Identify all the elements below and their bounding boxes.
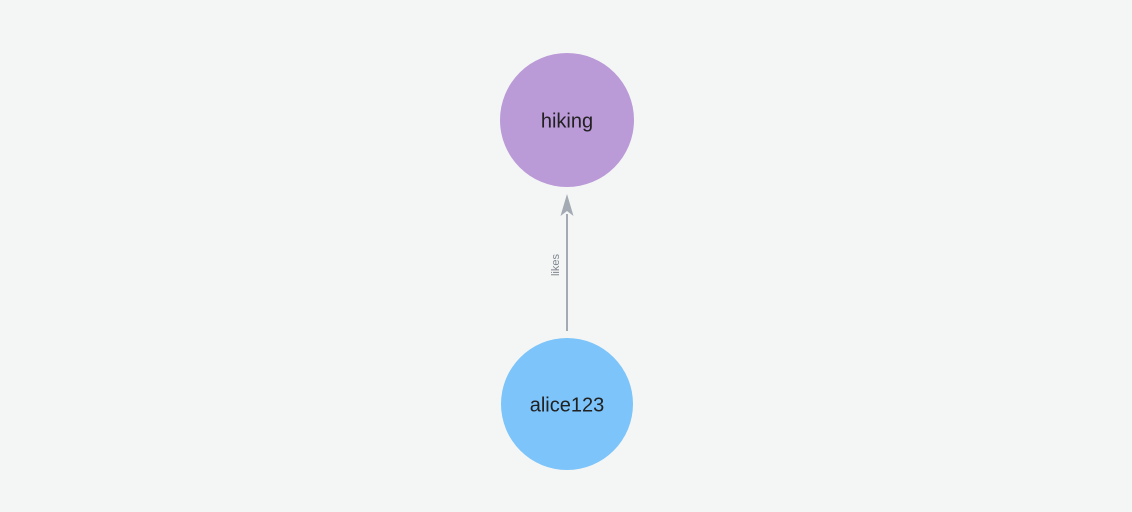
edge-label-likes: likes	[550, 254, 562, 277]
node-hiking[interactable]: hiking	[500, 53, 634, 187]
node-circle-alice123[interactable]	[501, 338, 633, 470]
node-label-hiking: hiking	[541, 110, 593, 132]
edge-likes[interactable]: likes	[550, 194, 574, 331]
node-circle-hiking[interactable]	[500, 53, 634, 187]
edge-arrowhead-likes	[560, 194, 574, 216]
node-label-alice123: alice123	[530, 394, 605, 416]
node-alice123[interactable]: alice123	[501, 338, 633, 470]
